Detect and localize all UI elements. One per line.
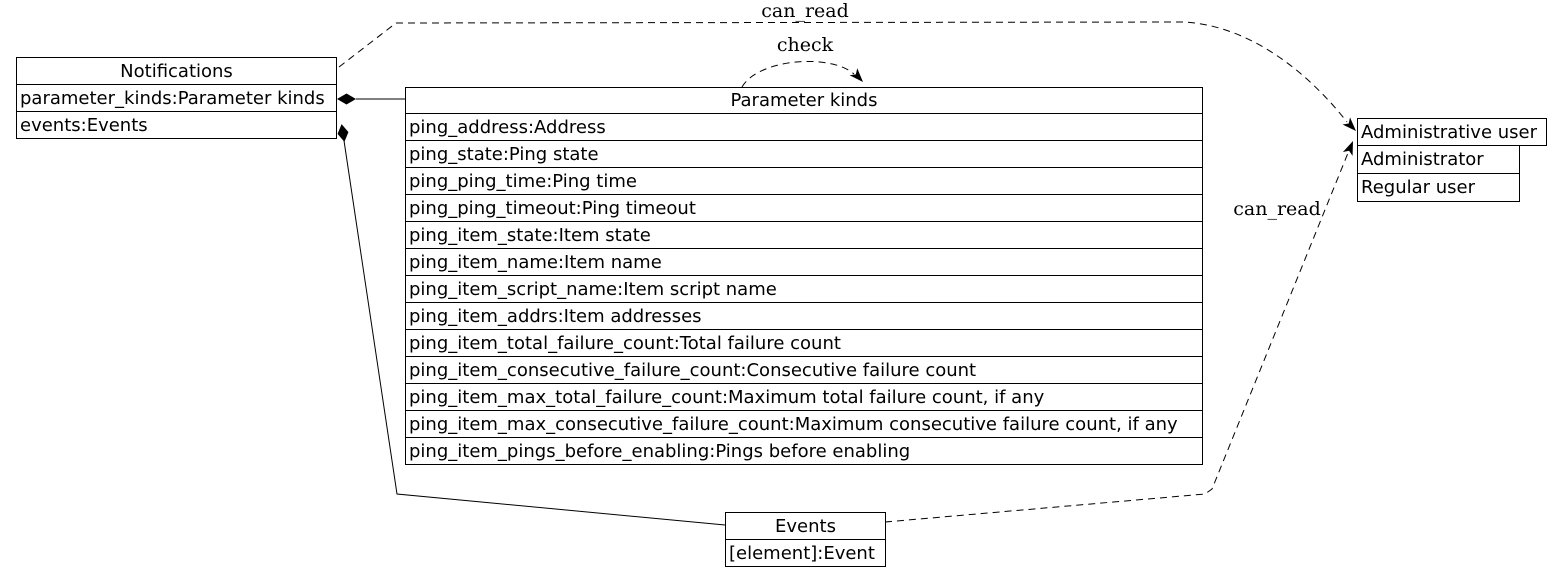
field-row: ping_item_name:Item name bbox=[405, 248, 1203, 276]
class-title-administrative-user: Administrative user bbox=[1357, 118, 1547, 146]
class-title-parameter-kinds: Parameter kinds bbox=[405, 87, 1203, 114]
field-row: ping_item_consecutive_failure_count:Cons… bbox=[405, 356, 1203, 384]
class-box-administrative-user: Administrative user Administrator Regula… bbox=[1357, 118, 1547, 202]
class-box-notifications: Notifications parameter_kinds:Parameter … bbox=[16, 57, 337, 139]
edge-check-self-loop bbox=[741, 60, 855, 88]
field-row: parameter_kinds:Parameter kinds bbox=[16, 84, 337, 112]
composition-diamond-events bbox=[337, 124, 349, 142]
field-row: ping_address:Address bbox=[405, 113, 1203, 141]
edge-label-can-read-bottom: can_read bbox=[1233, 198, 1321, 220]
edge-label-can-read-top: can_read bbox=[761, 0, 849, 22]
class-title-notifications: Notifications bbox=[16, 57, 337, 85]
field-row: ping_ping_time:Ping time bbox=[405, 167, 1203, 195]
edge-notifications-events bbox=[342, 133, 726, 526]
arrowhead-can-read-top bbox=[1342, 117, 1356, 131]
field-row: Administrator bbox=[1357, 145, 1520, 174]
class-box-events: Events [element]:Event bbox=[725, 512, 886, 567]
field-row: ping_item_addrs:Item addresses bbox=[405, 302, 1203, 330]
class-box-parameter-kinds: Parameter kinds ping_address:Address pin… bbox=[405, 87, 1203, 465]
edge-can-read-top bbox=[338, 21, 1348, 123]
field-row: [element]:Event bbox=[725, 539, 886, 567]
arrowhead-can-read-bottom bbox=[1342, 141, 1353, 156]
field-row: ping_item_total_failure_count:Total fail… bbox=[405, 329, 1203, 357]
field-row: ping_item_max_total_failure_count:Maximu… bbox=[405, 383, 1203, 411]
edge-can-read-bottom bbox=[884, 152, 1349, 523]
field-row: ping_item_state:Item state bbox=[405, 221, 1203, 249]
field-row: ping_item_max_consecutive_failure_count:… bbox=[405, 410, 1203, 438]
field-row: ping_item_script_name:Item script name bbox=[405, 275, 1203, 303]
field-row: ping_ping_timeout:Ping timeout bbox=[405, 194, 1203, 222]
field-row: ping_item_pings_before_enabling:Pings be… bbox=[405, 437, 1203, 465]
edge-label-check: check bbox=[776, 34, 834, 56]
arrowhead-check bbox=[849, 68, 863, 82]
composition-diamond-parameter-kinds bbox=[337, 93, 356, 105]
field-row: ping_state:Ping state bbox=[405, 140, 1203, 168]
class-title-events: Events bbox=[725, 512, 886, 540]
field-row: Regular user bbox=[1357, 173, 1520, 202]
field-row: events:Events bbox=[16, 111, 337, 139]
